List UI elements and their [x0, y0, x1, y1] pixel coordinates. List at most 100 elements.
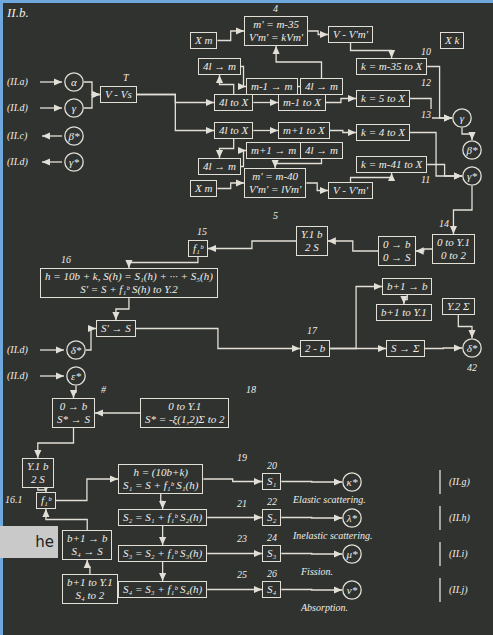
process-box: b+1 → bS₄ → S	[62, 530, 112, 560]
box-text: S₂	[267, 511, 276, 524]
process-box: S₄ = S₃ + f₁ᵇ S₄(h)	[118, 581, 207, 598]
box-text: b+1 to Y.1	[67, 576, 113, 589]
flow-arrow	[416, 249, 433, 251]
state-circle: β*	[462, 140, 482, 160]
box-text: f₁ᵇ	[193, 242, 203, 255]
process-box: S₄	[262, 581, 281, 598]
state-circle: γ	[64, 98, 84, 118]
callout-number: 12	[420, 77, 432, 89]
box-text: ν*	[347, 584, 357, 597]
box-text: b+1 to Y.1	[381, 306, 427, 319]
section-ref: (II.h)	[448, 512, 471, 524]
callout-number: 24	[266, 532, 278, 544]
callout-number: 15	[196, 226, 208, 238]
callout-number: 26	[266, 568, 278, 580]
process-box: V - V'm'	[328, 182, 373, 199]
flow-arrow	[74, 386, 77, 398]
callout-number: 20	[266, 460, 278, 472]
flow-arrow	[220, 75, 234, 94]
callout-number: 22	[266, 496, 278, 508]
process-box: m' = m-35V'm' = kVm'	[244, 16, 308, 46]
process-name: Absorption.	[300, 602, 349, 614]
flow-arrow	[136, 329, 300, 349]
callout-number: 21	[236, 498, 248, 510]
box-text: S' → S	[101, 322, 131, 335]
process-box: 0 to Y.10 to 2	[432, 234, 475, 264]
box-text: k = 5 to X	[361, 92, 405, 105]
box-text: b+1 → b	[387, 280, 427, 293]
process-box: 0 → bS* → S	[52, 398, 95, 428]
box-text: k = m-41 to X	[361, 158, 422, 171]
section-ref: (II.d)	[6, 102, 29, 114]
circle-outline	[65, 127, 83, 145]
box-text: b+1 → b	[67, 532, 107, 545]
box-text: k = m-35 to X	[361, 60, 422, 73]
state-circle: μ*	[342, 544, 362, 564]
process-box: X m	[190, 32, 217, 49]
circle-outline	[343, 473, 361, 491]
circle-outline	[343, 581, 361, 599]
box-text: μ*	[346, 548, 357, 561]
section-ref: (II.g)	[448, 476, 471, 488]
flow-arrow	[38, 428, 74, 458]
flow-arrow	[86, 329, 96, 351]
frame-edge	[0, 0, 493, 3]
flow-arrow	[95, 412, 140, 413]
flow-arrow	[161, 494, 163, 509]
process-box: k = m-41 to X	[356, 156, 427, 173]
entry-arrow	[40, 107, 62, 108]
flow-arrow	[453, 186, 472, 234]
process-name: Elastic scattering.	[292, 494, 367, 506]
process-box: V - Vs	[100, 86, 137, 103]
box-text: 4l to X	[219, 124, 248, 137]
box-text: S → Σ	[391, 342, 420, 355]
process-name: Fission.	[300, 566, 334, 578]
process-box: b+1 to Y.1S₄ to 2	[62, 574, 118, 604]
state-circle: ν*	[342, 580, 362, 600]
callout-number: 19	[236, 452, 248, 464]
box-text: S₂ = S₁ + f₁ᵇ S₂(h)	[123, 511, 202, 524]
callout-number: 10	[420, 46, 432, 58]
circle-outline	[343, 509, 361, 527]
section-ref: (II.d)	[6, 370, 29, 382]
box-text: X k	[445, 34, 459, 47]
section-title: II.b.	[6, 5, 30, 20]
flow-arrow	[137, 95, 214, 131]
process-box: k = 5 to X	[356, 90, 410, 107]
box-text: γ*	[69, 156, 79, 169]
box-text: 2 - b	[305, 342, 325, 355]
flow-arrow	[203, 479, 262, 482]
process-box: S₁	[262, 473, 281, 490]
callout-number: 4	[272, 3, 279, 15]
flow-arrow	[425, 347, 462, 349]
box-text: X m	[195, 182, 212, 195]
flow-arrow	[275, 159, 321, 168]
circle-outline	[463, 141, 481, 159]
process-box: S₂	[262, 509, 281, 526]
box-text: k = 4 to X	[361, 126, 405, 139]
box-text: γ	[460, 112, 464, 125]
process-box: S → Σ	[386, 340, 425, 357]
flow-arrow	[328, 241, 378, 251]
box-text: γ*	[467, 170, 477, 183]
flow-arrow	[330, 131, 356, 133]
exit-arrow	[42, 135, 62, 136]
box-text: S' = S + f₁ᵇ S(h) to Y.2	[45, 283, 213, 296]
process-box: h = 10b + k, S(h) = S₁(h) + ··· + S₅(h)S…	[40, 268, 218, 298]
process-box: S₂ = S₁ + f₁ᵇ S₂(h)	[118, 509, 207, 526]
process-box: S₃	[262, 545, 281, 562]
process-box: 4l → m	[198, 158, 241, 175]
flow-arrow	[129, 257, 198, 268]
flow-arrow	[351, 173, 392, 182]
branch-mark: #	[100, 384, 107, 396]
box-text: 2 S	[27, 473, 49, 486]
box-text: 0 to Y.1	[437, 236, 470, 249]
box-text: S₄	[267, 583, 276, 596]
circle-outline	[65, 73, 83, 91]
callout-number: 18	[245, 384, 257, 396]
process-box: 4l → m	[198, 58, 241, 75]
process-box: b+1 to Y.1	[376, 304, 432, 321]
box-text: m' = m-35	[249, 18, 303, 31]
exit-arrow	[42, 161, 62, 162]
process-box: f₁ᵇ	[36, 492, 56, 509]
